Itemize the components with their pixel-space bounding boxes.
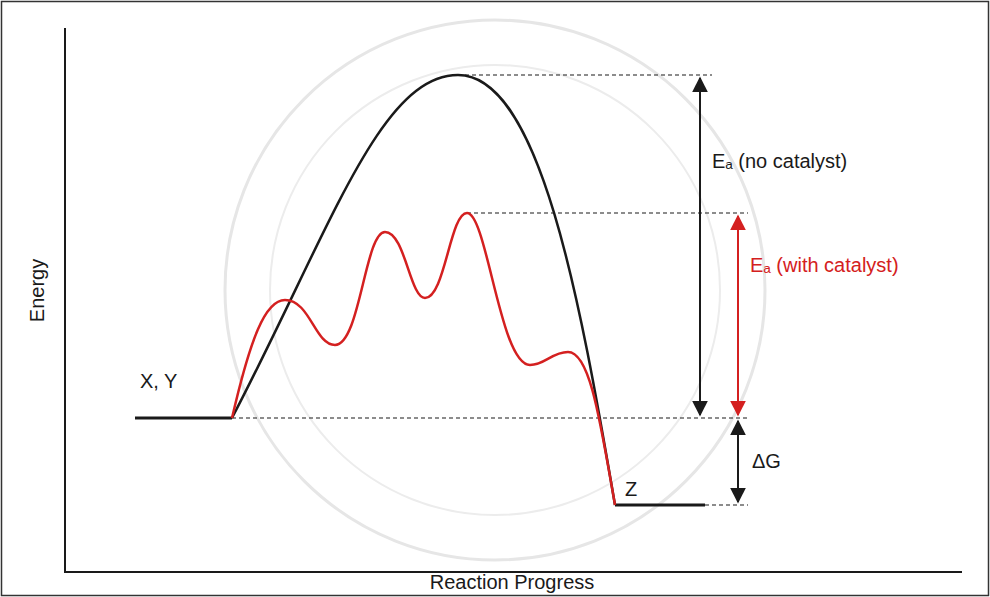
- watermark-seal: [225, 20, 765, 560]
- energy-label: ΔG: [752, 450, 781, 473]
- axes: [65, 28, 962, 572]
- energy-label: Eₐ (with catalyst): [750, 254, 899, 277]
- product-level: [615, 504, 705, 507]
- species-label: X, Y: [140, 370, 177, 393]
- guide-lines: [232, 75, 748, 505]
- species-label: Z: [625, 478, 637, 501]
- delta-g-arrow: [737, 421, 739, 502]
- axis-title: Energy: [27, 258, 50, 321]
- uncatalyzed-curve: [232, 75, 615, 505]
- energy-label: Eₐ (no catalyst): [712, 150, 847, 173]
- ea-arrow: [699, 78, 701, 415]
- axis-title: Reaction Progress: [430, 571, 595, 594]
- reactant-level: [135, 417, 232, 420]
- catalyzed-curve: [232, 213, 615, 505]
- ea-catalyst-arrow: [737, 216, 739, 415]
